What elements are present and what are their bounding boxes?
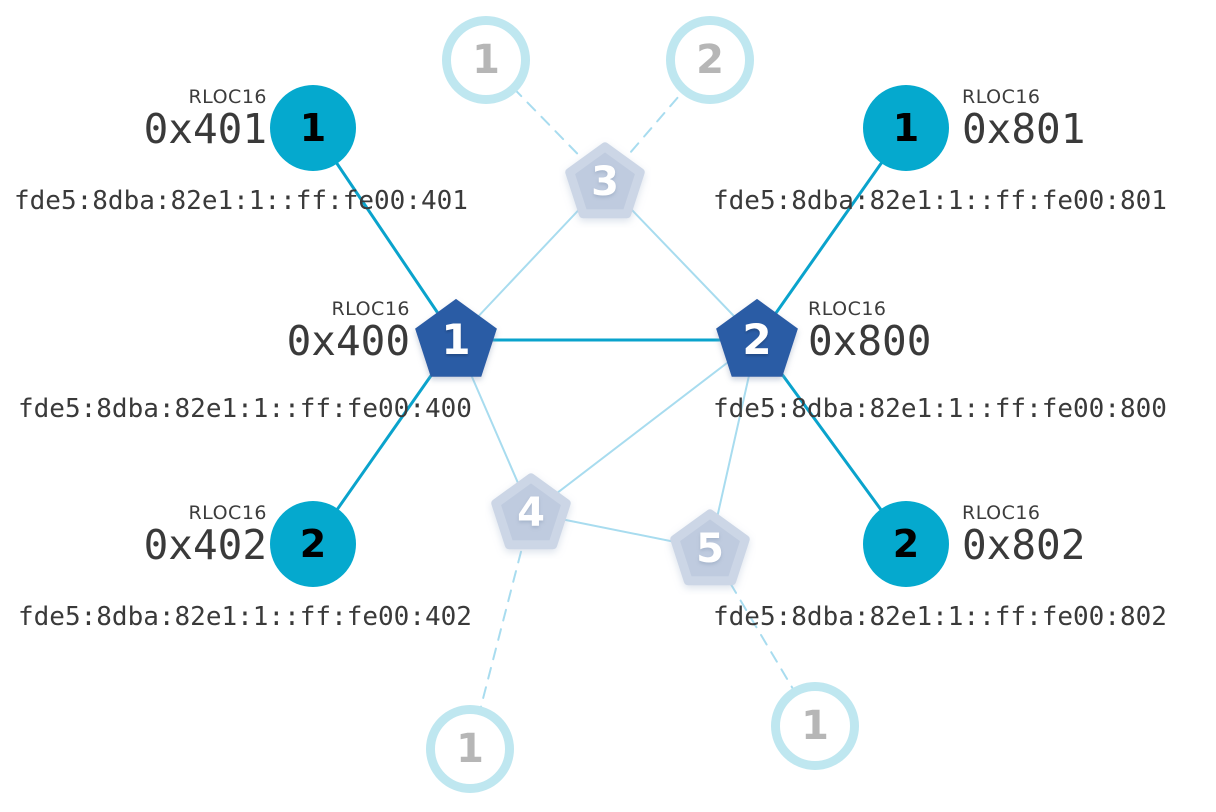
ipv6-address-0x801: fde5:8dba:82e1:1::ff:fe00:801	[713, 186, 1167, 216]
rloc16-value: 0x402	[143, 521, 267, 569]
node-number: 2	[299, 522, 327, 566]
ipv6-address-0x401: fde5:8dba:82e1:1::ff:fe00:401	[14, 186, 468, 216]
rloc16-caption: RLOC16	[808, 298, 887, 320]
faded-end-device-node[interactable]: 1	[426, 705, 514, 793]
faded-end-device-node[interactable]: 1	[771, 682, 859, 770]
end-device-node[interactable]: 2	[863, 501, 949, 587]
link-router-0x800-to-faded-router-4	[530, 339, 758, 514]
node-number: 1	[299, 106, 327, 150]
node-number: 2	[696, 37, 724, 83]
pentagon-shape	[565, 142, 645, 219]
router-node[interactable]: 1	[408, 292, 504, 388]
rloc16-value: 0x801	[962, 105, 1086, 153]
rloc16-value: 0x800	[808, 317, 932, 365]
faded-router-node[interactable]: 3	[559, 136, 651, 228]
ipv6-address-0x400: fde5:8dba:82e1:1::ff:fe00:400	[18, 394, 472, 424]
node-number: 1	[456, 726, 484, 772]
node-number: 1	[892, 106, 920, 150]
ipv6-address-0x402: fde5:8dba:82e1:1::ff:fe00:402	[18, 602, 472, 632]
rloc16-value: 0x400	[286, 317, 410, 365]
rloc16-caption: RLOC16	[331, 298, 410, 320]
node-number: 1	[472, 37, 500, 83]
pentagon-shape	[670, 509, 750, 586]
ipv6-address-0x802: fde5:8dba:82e1:1::ff:fe00:802	[713, 602, 1167, 632]
faded-router-node[interactable]: 5	[664, 503, 756, 595]
rloc16-caption: RLOC16	[188, 502, 267, 524]
rloc16-value: 0x401	[143, 105, 267, 153]
end-device-node[interactable]: 1	[270, 85, 356, 171]
faded-end-device-node[interactable]: 2	[666, 16, 754, 104]
node-number: 5	[696, 526, 724, 572]
faded-end-device-node[interactable]: 1	[442, 16, 530, 104]
pentagon-shape	[491, 473, 571, 550]
rloc16-caption: RLOC16	[962, 502, 1041, 524]
rloc16-value: 0x802	[962, 521, 1086, 569]
end-device-node[interactable]: 1	[863, 85, 949, 171]
ipv6-address-0x800: fde5:8dba:82e1:1::ff:fe00:800	[713, 394, 1167, 424]
node-number: 1	[801, 703, 829, 749]
router-node[interactable]: 2	[709, 292, 805, 388]
pentagon-shape	[716, 298, 798, 377]
node-number: 2	[892, 522, 920, 566]
node-number: 1	[441, 315, 471, 364]
node-number: 4	[517, 490, 545, 536]
end-device-node[interactable]: 2	[270, 501, 356, 587]
node-number: 3	[591, 159, 619, 205]
rloc16-caption: RLOC16	[962, 86, 1041, 108]
pentagon-shape	[415, 298, 497, 377]
node-number: 2	[742, 315, 772, 364]
faded-router-node[interactable]: 4	[485, 467, 577, 559]
rloc16-caption: RLOC16	[188, 86, 267, 108]
